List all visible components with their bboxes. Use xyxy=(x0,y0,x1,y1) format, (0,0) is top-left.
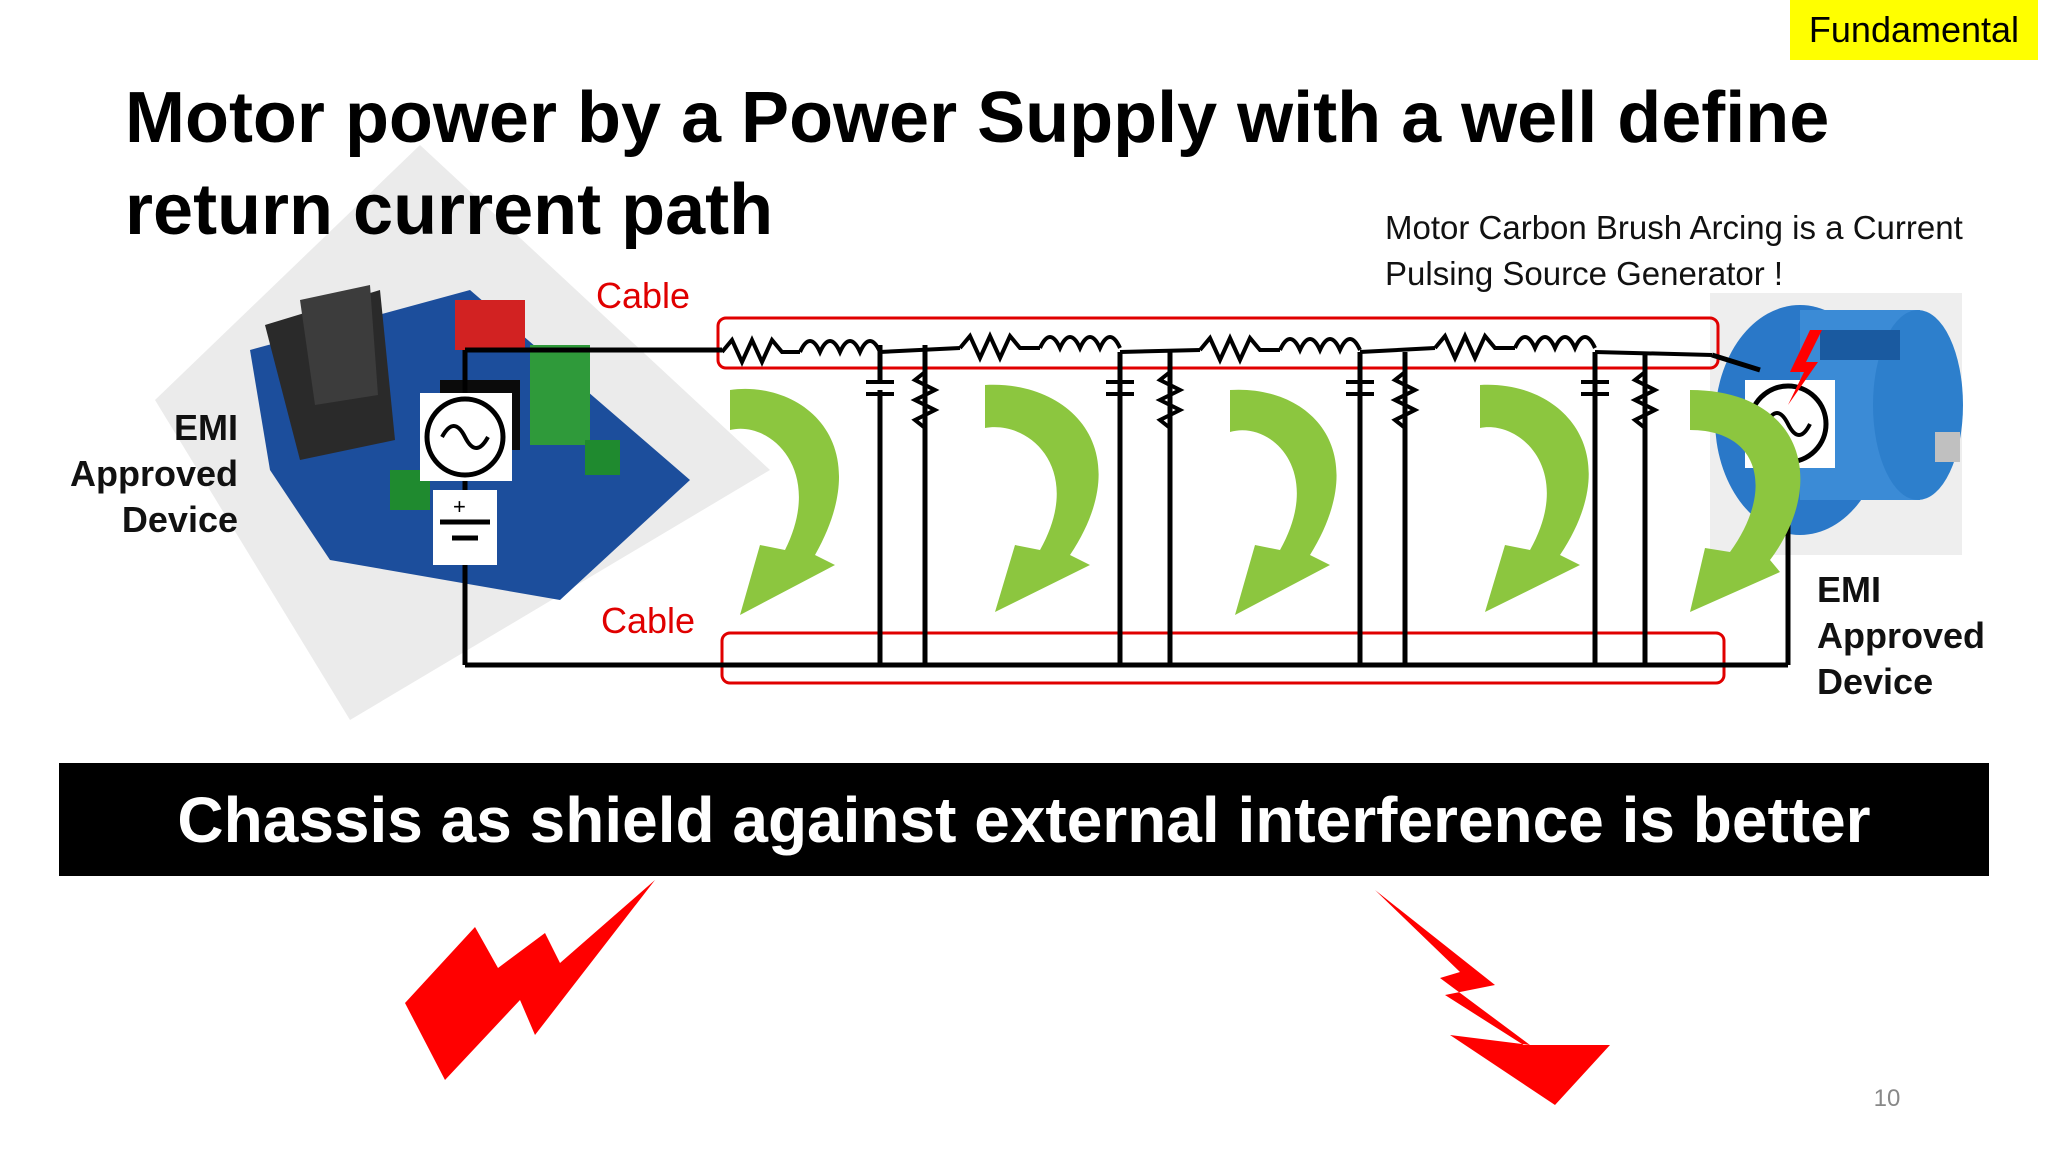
arcing-note: Motor Carbon Brush Arcing is a Current P… xyxy=(1385,209,1963,292)
page-title: Motor power by a Power Supply with a wel… xyxy=(125,78,1830,250)
cable-top-box xyxy=(716,316,1720,370)
fundamental-badge: Fundamental xyxy=(1790,0,2038,60)
return-current-arrows xyxy=(730,384,1801,615)
spark-icon xyxy=(1788,330,1822,405)
cable-bottom-label: Cable xyxy=(601,600,696,641)
ac-source-left-icon xyxy=(420,393,512,481)
lightning-left-icon xyxy=(405,880,655,1080)
cable-bottom-box xyxy=(720,631,1726,685)
rl-chain xyxy=(720,331,1713,367)
emi-right-label: EMI Approved Device xyxy=(1817,569,1986,702)
emi-left-label: EMI Approved Device xyxy=(69,407,238,540)
lightning-right-icon xyxy=(1375,890,1610,1105)
shield-banner: Chassis as shield against external inter… xyxy=(59,763,1989,876)
page-number: 10 xyxy=(1873,1085,1901,1112)
shunt-components xyxy=(866,370,1660,430)
dc-source-icon: + xyxy=(433,490,497,565)
cable-top-label: Cable xyxy=(596,275,691,316)
dc-plus-sign: + xyxy=(453,494,466,519)
